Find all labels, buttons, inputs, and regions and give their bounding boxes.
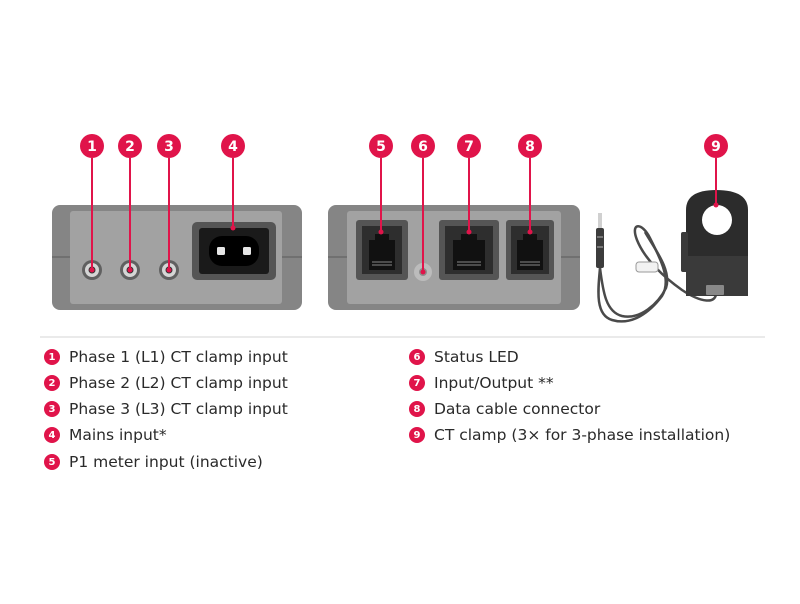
callout-number: 7: [464, 139, 474, 155]
callout-badge: [518, 134, 542, 158]
legend-item-5: 5 P1 meter input (inactive): [44, 451, 263, 473]
mains-input-socket: [192, 222, 276, 280]
legend-item-7: 7 Input/Output **: [409, 372, 554, 394]
callout-leader-dot: [166, 267, 172, 273]
device-left-panel: [52, 205, 302, 310]
legend-number-badge: 4: [44, 427, 60, 443]
legend-number-badge: 3: [44, 401, 60, 417]
data-cable-port: [506, 220, 554, 280]
legend-label: P1 meter input (inactive): [69, 453, 263, 471]
legend-label: Phase 1 (L1) CT clamp input: [69, 348, 288, 366]
callout-badge: [118, 134, 142, 158]
legend-item-2: 2 Phase 2 (L2) CT clamp input: [44, 372, 288, 394]
cable-tie: [635, 261, 659, 273]
legend-item-3: 3 Phase 3 (L3) CT clamp input: [44, 398, 288, 420]
callout-number: 5: [376, 139, 386, 155]
legend-number-badge: 1: [44, 349, 60, 365]
legend-number-badge: 5: [44, 454, 60, 470]
legend-item-6: 6 Status LED: [409, 346, 519, 368]
legend-label: Mains input*: [69, 426, 167, 444]
legend-item-4: 4 Mains input*: [44, 424, 167, 446]
callout-9: 9: [704, 134, 728, 208]
callout-badge: [411, 134, 435, 158]
legend-label: Input/Output **: [434, 374, 554, 392]
legend-number-badge: 2: [44, 375, 60, 391]
legend-item-9: 9 CT clamp (3× for 3-phase installation): [409, 424, 730, 446]
callout-leader-dot: [466, 229, 472, 235]
legend-label: Status LED: [434, 348, 519, 366]
callout-5: 5: [369, 134, 393, 235]
callout-badge: [221, 134, 245, 158]
legend-label: Data cable connector: [434, 400, 601, 418]
callout-number: 1: [87, 139, 97, 155]
callout-badge: [369, 134, 393, 158]
legend-number-badge: 8: [409, 401, 425, 417]
callout-leader-dot: [713, 202, 719, 208]
legend-number-badge: 6: [409, 349, 425, 365]
callout-1: 1: [80, 134, 104, 273]
legend-number-badge: 7: [409, 375, 425, 391]
device-right-panel: [328, 205, 580, 310]
callout-6: 6: [411, 134, 435, 275]
callout-3: 3: [157, 134, 181, 273]
legend-item-8: 8 Data cable connector: [409, 398, 600, 420]
callout-2: 2: [118, 134, 142, 273]
callout-leader-dot: [527, 229, 533, 235]
legend-label: CT clamp (3× for 3-phase installation): [434, 426, 731, 444]
callout-7: 7: [457, 134, 481, 235]
clamp-hole: [702, 205, 732, 235]
legend-label: Phase 2 (L2) CT clamp input: [69, 374, 288, 392]
callout-leader-dot: [127, 267, 133, 273]
ct-clamp: [596, 190, 748, 323]
callout-number: 6: [418, 139, 428, 155]
callout-badge: [157, 134, 181, 158]
callout-leader-dot: [378, 229, 384, 235]
callout-4: 4: [221, 134, 245, 231]
legend-label: Phase 3 (L3) CT clamp input: [69, 400, 288, 418]
callout-8: 8: [518, 134, 542, 235]
callout-badge: [457, 134, 481, 158]
callout-badge: [704, 134, 728, 158]
callout-number: 8: [525, 139, 535, 155]
callout-number: 9: [711, 139, 721, 155]
callout-number: 3: [164, 139, 174, 155]
callouts: 1 2 3 4 5 6 7 8 9: [80, 134, 728, 275]
callout-leader-dot: [420, 269, 426, 275]
callout-leader-dot: [230, 225, 236, 231]
legend-item-1: 1 Phase 1 (L1) CT clamp input: [44, 346, 288, 368]
legend-number-badge: 9: [409, 427, 425, 443]
callout-leader-dot: [89, 267, 95, 273]
p1-meter-port: [356, 220, 408, 280]
callout-badge: [80, 134, 104, 158]
callout-number: 4: [228, 139, 238, 155]
callout-number: 2: [125, 139, 135, 155]
